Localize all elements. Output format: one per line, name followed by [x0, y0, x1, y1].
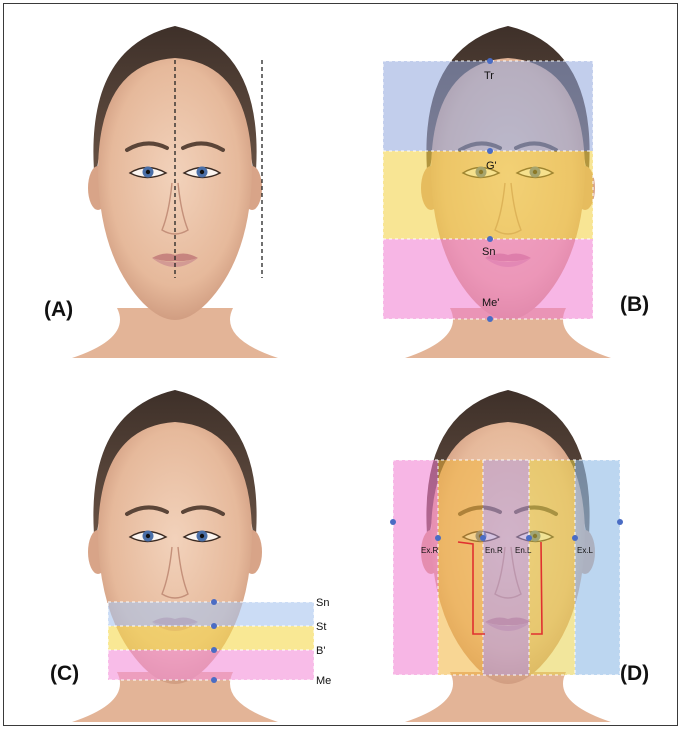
- landmark-b: B': [316, 645, 325, 657]
- panel-label-d: (D): [620, 662, 649, 686]
- landmark-en-l: En.L: [515, 546, 532, 555]
- landmark-en-r: En.R: [485, 546, 503, 555]
- zone-fifth-3: [483, 460, 529, 675]
- landmark-sn: Sn: [482, 246, 495, 258]
- landmark-ex-r: Ex.R: [421, 546, 439, 555]
- zone-fifth-5: [575, 460, 620, 675]
- zone-fifth-1: [393, 460, 438, 675]
- panel-label-c: (C): [50, 662, 79, 686]
- zone-st-b: [108, 626, 314, 650]
- zone-fifth-2: [438, 460, 483, 675]
- landmark-sn-c: Sn: [316, 597, 329, 609]
- zone-fifth-4: [529, 460, 575, 675]
- panel-label-b: (B): [620, 293, 649, 317]
- zone-sn-st: [108, 602, 314, 626]
- panel-d: Ex.R En.R En.L Ex.L (D): [345, 372, 671, 722]
- zone-b-me: [108, 650, 314, 680]
- landmark-ex-l: Ex.L: [577, 546, 594, 555]
- landmark-me-c: Me: [316, 675, 331, 687]
- landmark-me: Me': [482, 297, 499, 309]
- landmark-tr: Tr: [484, 70, 494, 82]
- landmark-st: St: [316, 621, 326, 633]
- panel-label-a: (A): [44, 298, 73, 322]
- panel-a: (A): [12, 8, 338, 358]
- panel-c: Sn St B' Me (C): [12, 372, 338, 722]
- panel-b: Tr G' Sn Me' (B): [345, 8, 671, 358]
- landmark-g: G': [486, 160, 497, 172]
